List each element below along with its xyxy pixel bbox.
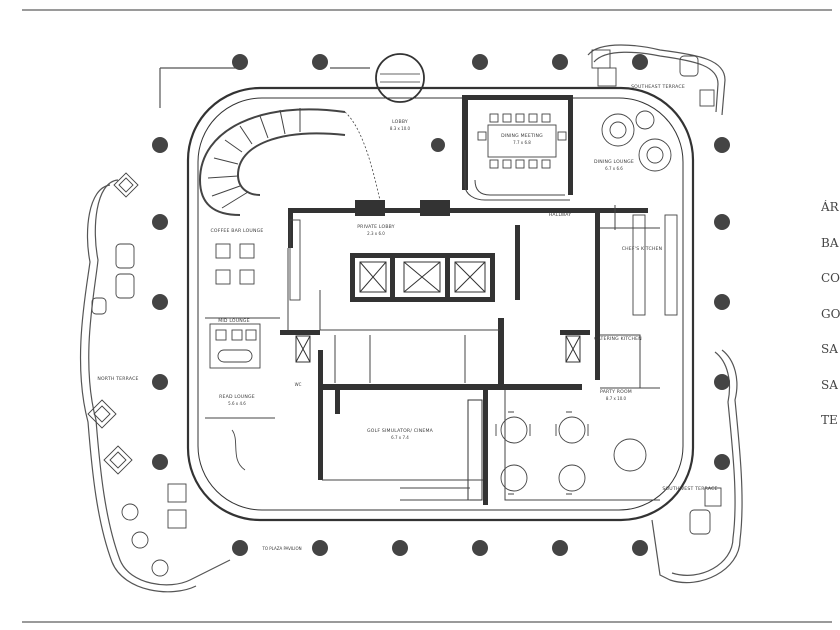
label-lobby-size: 8.3 x 10.0: [390, 126, 411, 131]
label-golf-cinema: GOLF SIMULATOR/ CINEMA: [367, 428, 434, 434]
lounge-furniture: [209, 214, 678, 471]
label-catering-kitchen: CATERING KITCHEN: [594, 336, 642, 342]
top-border-line: [22, 9, 832, 11]
dining-table-furniture: [477, 113, 567, 169]
label-private-lobby-size: 2.3 x 6.0: [367, 231, 385, 236]
label-plaza-pavilion: TO PLAZA PAVILION: [261, 546, 301, 551]
label-dining-size: 7.7 x 6.8: [513, 140, 531, 145]
label-read-lounge: READ LOUNGE: [219, 394, 255, 400]
label-southeast-terrace: SOUTHEAST TERRACE: [631, 84, 685, 90]
building-outline: [186, 86, 695, 522]
label-hallway: HALLWAY: [549, 212, 572, 218]
legend-item: TE: [821, 413, 838, 427]
label-coffee-bar: COFFEE BAR LOUNGE: [211, 228, 264, 234]
label-dining: DINING MEETING: [501, 133, 543, 139]
label-north-terrace: NORTH TERRACE: [97, 376, 138, 382]
label-golf-cinema-size: 6.7 x 7.4: [391, 435, 409, 440]
terrace-furniture: [87, 49, 722, 577]
dining-lounge-furniture: [601, 110, 672, 172]
label-chef-kitchen: CHEF'S KITCHEN: [622, 246, 663, 252]
spiral-staircase: [198, 108, 381, 216]
label-party-room: PARTY ROOM: [600, 389, 632, 395]
southwest-terrace-outline: [651, 349, 743, 584]
label-wc: WC: [295, 382, 302, 387]
party-room-furniture: [495, 411, 647, 495]
legend-item: SA: [821, 342, 838, 356]
legend-item: SA: [821, 377, 838, 392]
label-dining-lounge-size: 6.7 x 6.6: [605, 166, 623, 171]
bottom-border-line: [22, 621, 832, 623]
room-labels: LOBBY 8.3 x 10.0 DINING MEETING 7.7 x 6.…: [97, 84, 717, 551]
legend-item: GO: [821, 306, 840, 321]
label-southwest-terrace: SOUTHWEST TERRACE: [662, 486, 717, 492]
legend-item: ÁR: [821, 200, 839, 214]
label-lobby: LOBBY: [392, 119, 408, 125]
legend-item: BA: [821, 235, 839, 250]
structural-columns: [152, 54, 730, 556]
label-dining-lounge: DINING LOUNGE: [594, 159, 634, 165]
entrance-rotunda: [375, 53, 425, 103]
legend-list: ÁR BA CO GO SA SA TE: [821, 200, 840, 449]
interior-walls: [205, 150, 660, 501]
southeast-terrace-outline: [587, 44, 726, 116]
label-mid-lounge: MID LOUNGE: [218, 318, 250, 324]
label-read-lounge-size: 5.6 x 4.6: [228, 401, 246, 406]
label-private-lobby: PRIVATE LOBBY: [357, 224, 395, 230]
legend-item: CO: [821, 271, 840, 285]
core-walls: [280, 95, 648, 505]
north-terrace-outline: [88, 179, 231, 586]
elevator-shafts: [295, 261, 581, 501]
label-party-room-size: 8.7 x 10.0: [606, 396, 627, 401]
